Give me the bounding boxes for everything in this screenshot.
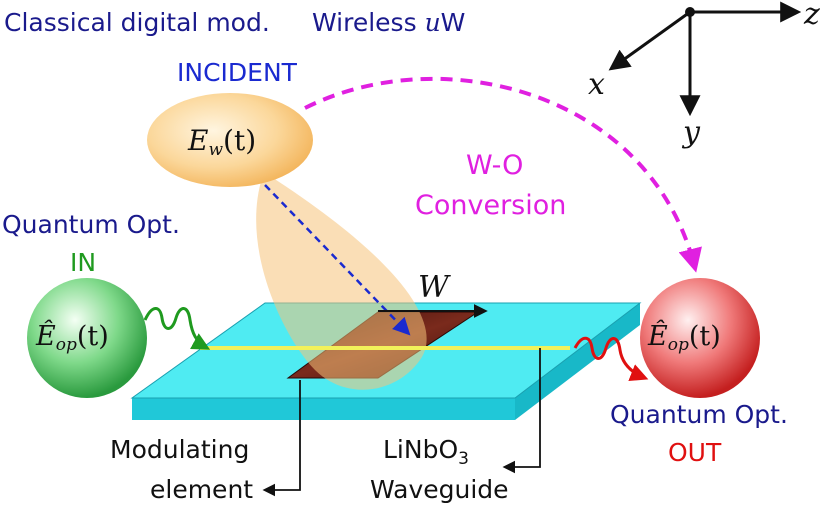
quantum-in-label: IN	[70, 248, 97, 277]
conversion-arrow	[304, 76, 702, 273]
input-field-symbol: Ê	[36, 321, 56, 352]
incident-label: INCIDENT	[177, 58, 297, 87]
axes	[608, 1, 802, 117]
microwave-beam	[256, 176, 427, 390]
conversion-label-line1: W-O	[466, 150, 524, 181]
incident-arrow	[264, 184, 411, 336]
output-field-label: Êop(t)	[648, 323, 721, 354]
quantum-out-label: OUT	[668, 438, 722, 467]
microwave-field-label: Ew(t)	[188, 127, 256, 159]
microwave-field-subscript: w	[208, 140, 224, 160]
waveguide-material-sub: 3	[458, 449, 469, 469]
input-field-sphere	[27, 278, 147, 398]
modulating-label-line2: element	[150, 475, 254, 504]
input-field-label: Êop(t)	[36, 323, 109, 354]
wireless-u: u	[424, 8, 441, 37]
width-label: W	[418, 270, 449, 305]
wireless-label: Wireless uW	[312, 10, 465, 35]
input-field-argument: (t)	[76, 321, 109, 352]
microwave-field-symbol: E	[188, 124, 209, 157]
axis-label-x: x	[588, 67, 605, 102]
output-field-symbol: Ê	[648, 321, 668, 352]
conversion-label-line2: Conversion	[415, 190, 567, 221]
wireless-prefix: Wireless	[312, 8, 425, 37]
output-field-subscript: op	[667, 335, 689, 355]
microwave-field-ellipse	[147, 93, 313, 187]
waveguide-label-line2: Waveguide	[370, 475, 509, 504]
waveguide-label-line1: LiNbO3	[383, 437, 469, 468]
output-field-sphere	[640, 278, 760, 398]
modulating-leader	[262, 380, 301, 497]
output-field-argument: (t)	[688, 321, 721, 352]
microwave-field-argument: (t)	[223, 124, 257, 157]
axis-label-z: z	[804, 0, 820, 32]
quantum-out-title: Quantum Opt.	[610, 400, 788, 429]
quantum-in-title: Quantum Opt.	[2, 210, 180, 239]
output-photon-wave	[573, 336, 649, 382]
axis-label-y: y	[683, 115, 700, 150]
classical-label: Classical digital mod.	[4, 8, 270, 37]
input-field-subscript: op	[55, 335, 77, 355]
wireless-suffix: W	[440, 8, 466, 37]
waveguide-material: LiNbO	[383, 435, 459, 464]
waveguide-leader	[502, 348, 541, 474]
modulating-label-line1: Modulating	[110, 435, 250, 464]
input-photon-wave	[143, 307, 211, 350]
